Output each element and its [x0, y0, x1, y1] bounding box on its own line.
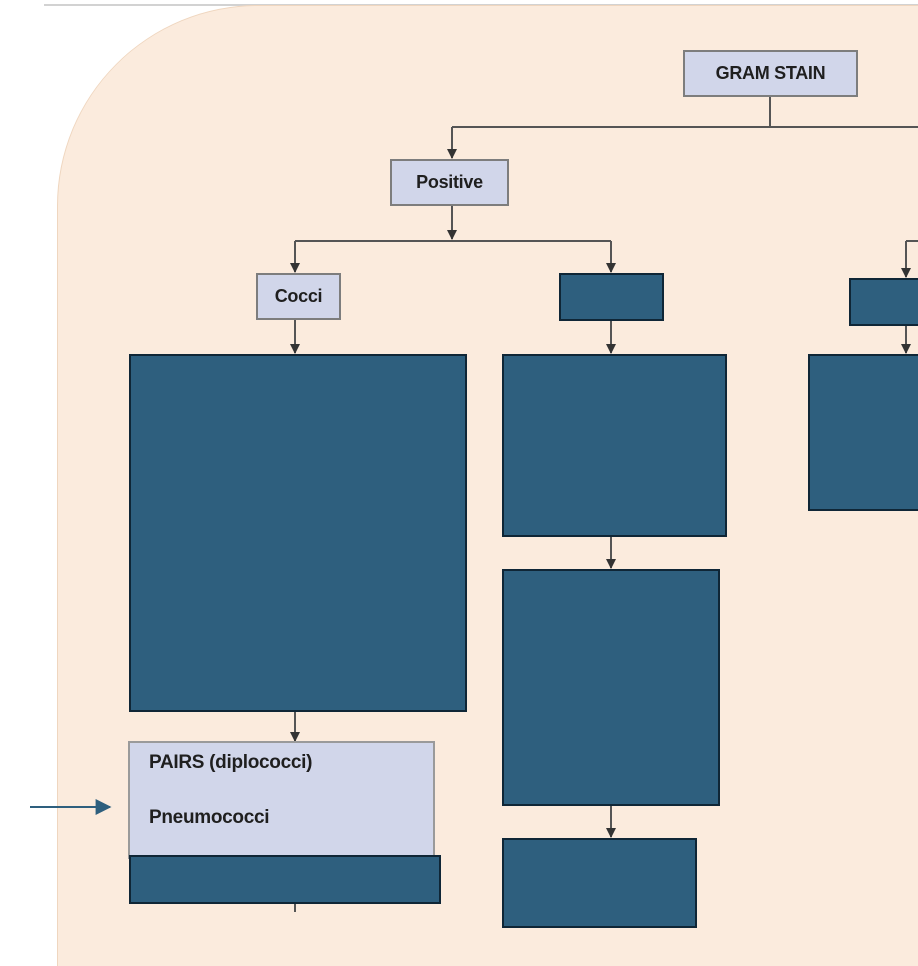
gram-stain-box: GRAM STAIN — [683, 50, 858, 97]
masked-box-col3-top[interactable] — [849, 278, 918, 326]
cocci-box: Cocci — [256, 273, 341, 320]
masked-box-col2-bottom[interactable] — [502, 838, 697, 928]
pairs-title: PAIRS (diplococci) — [149, 752, 313, 773]
gram-stain-label: GRAM STAIN — [715, 63, 826, 83]
masked-box-rod-type[interactable] — [559, 273, 664, 321]
top-divider — [44, 4, 918, 6]
positive-label: Positive — [416, 172, 483, 192]
masked-box-pairs-answer[interactable] — [129, 855, 441, 904]
masked-box-col2-upper[interactable] — [502, 354, 727, 537]
pairs-box: PAIRS (diplococci) Pneumococci — [128, 741, 435, 859]
cocci-label: Cocci — [274, 286, 323, 306]
masked-box-cocci-detail[interactable] — [129, 354, 467, 712]
pairs-example: Pneumococci — [149, 807, 270, 828]
masked-box-col2-middle[interactable] — [502, 569, 720, 806]
positive-box: Positive — [390, 159, 509, 206]
connector-lines — [30, 97, 918, 912]
masked-box-col3-detail[interactable] — [808, 354, 918, 511]
